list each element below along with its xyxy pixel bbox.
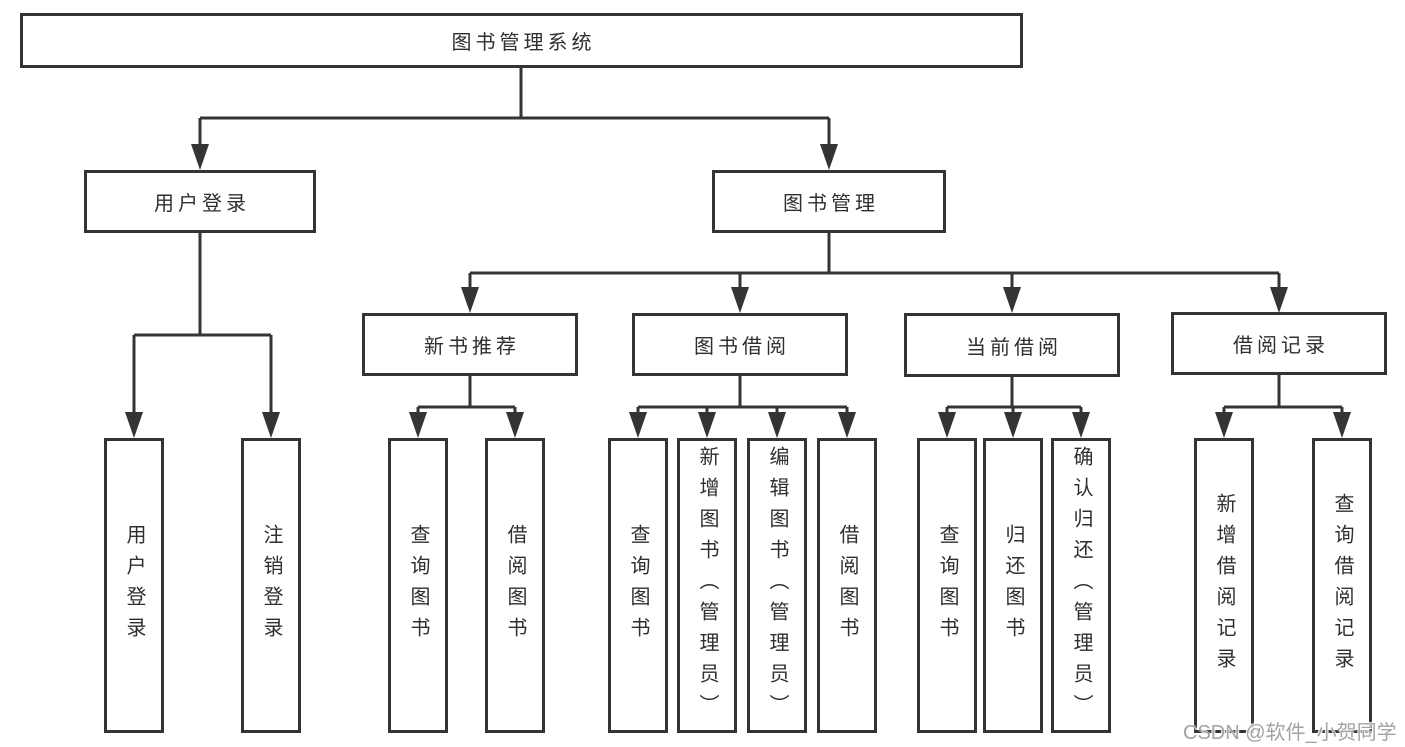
leaf-borrow-books-recommend: 借阅图书: [485, 438, 545, 733]
node-borrow-records: 借阅记录: [1171, 312, 1387, 375]
leaf-query-books-recommend: 查询图书: [388, 438, 448, 733]
node-book-management: 图书管理: [712, 170, 946, 233]
leaf-confirm-return-admin-label: 确认归还（管理员）: [1070, 446, 1092, 725]
connector-new-book-branch: [409, 376, 524, 438]
leaf-user-login-label: 用户登录: [123, 523, 145, 648]
connector-root-branch: [191, 68, 838, 170]
leaf-borrow-books: 借阅图书: [817, 438, 877, 733]
leaf-add-borrow-record: 新增借阅记录: [1194, 438, 1254, 733]
leaf-query-books-borrow-label: 查询图书: [627, 523, 649, 648]
connector-book-borrow-branch: [629, 376, 856, 438]
leaf-add-book-admin: 新增图书（管理员）: [677, 438, 737, 733]
leaf-query-borrow-record: 查询借阅记录: [1312, 438, 1372, 733]
node-library-management-system: 图书管理系统: [20, 13, 1023, 68]
leaf-edit-book-admin-label: 编辑图书（管理员）: [766, 446, 788, 725]
leaf-logout-label: 注销登录: [260, 523, 282, 648]
node-book-borrow: 图书借阅: [632, 313, 848, 376]
leaf-query-books-recommend-label: 查询图书: [407, 523, 429, 648]
connector-book-management-branch: [461, 233, 1288, 313]
connector-current-borrow-branch: [938, 377, 1090, 438]
leaf-confirm-return-admin: 确认归还（管理员）: [1051, 438, 1111, 733]
leaf-query-borrow-record-label: 查询借阅记录: [1331, 492, 1353, 679]
leaf-borrow-books-label: 借阅图书: [836, 523, 858, 648]
leaf-add-borrow-record-label: 新增借阅记录: [1213, 492, 1235, 679]
node-new-book-recommend: 新书推荐: [362, 313, 578, 376]
leaf-query-books-current-label: 查询图书: [936, 523, 958, 648]
leaf-query-books-borrow: 查询图书: [608, 438, 668, 733]
node-current-borrow: 当前借阅: [904, 313, 1120, 377]
leaf-borrow-books-recommend-label: 借阅图书: [504, 523, 526, 648]
leaf-logout: 注销登录: [241, 438, 301, 733]
leaf-add-book-admin-label: 新增图书（管理员）: [696, 446, 718, 725]
node-user-login: 用户登录: [84, 170, 316, 233]
leaf-user-login: 用户登录: [104, 438, 164, 733]
leaf-edit-book-admin: 编辑图书（管理员）: [747, 438, 807, 733]
leaf-return-book: 归还图书: [983, 438, 1043, 733]
csdn-watermark: CSDN @软件_小贺同学: [1183, 722, 1397, 744]
leaf-query-books-current: 查询图书: [917, 438, 977, 733]
connector-user-login-branch: [125, 233, 280, 438]
leaf-return-book-label: 归还图书: [1002, 523, 1024, 648]
connector-borrow-records-branch: [1215, 375, 1351, 438]
